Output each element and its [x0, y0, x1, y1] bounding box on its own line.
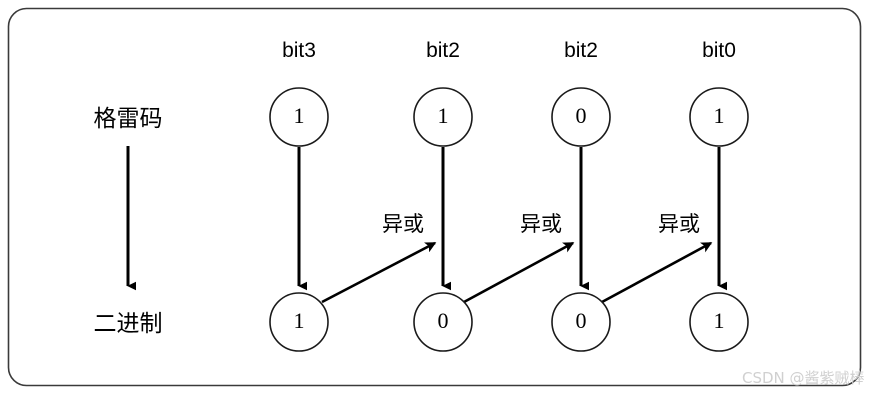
gray-node-2-value: 1 [438, 103, 449, 128]
xor-arrow-3 [601, 241, 713, 304]
binary-node-3-value: 0 [576, 308, 587, 333]
binary-node-4 [689, 292, 749, 352]
binary-node-1-value: 1 [294, 308, 305, 333]
column-label-bit3: bit3 [282, 39, 316, 62]
column-label-bit2-b: bit2 [564, 39, 598, 62]
column-label-bit2-a: bit2 [426, 39, 460, 62]
gray-node-3-value: 0 [576, 103, 587, 128]
gray-node-4-value: 1 [714, 103, 725, 128]
xor-label-1: 异或 [382, 212, 424, 236]
binary-node-3 [551, 292, 611, 352]
xor-arrow-1 [321, 241, 437, 304]
binary-node-4-value: 1 [714, 308, 725, 333]
binary-label: 二进制 [94, 311, 163, 337]
binary-node-2-value: 0 [438, 308, 449, 333]
xor-arrow-2 [463, 241, 575, 304]
xor-label-2: 异或 [520, 212, 562, 236]
watermark: CSDN @酱紫贼棒 [742, 369, 865, 387]
binary-node-2 [413, 292, 473, 352]
column-label-bit0: bit0 [702, 39, 736, 62]
gray-node-4 [689, 87, 749, 147]
binary-node-1 [269, 292, 329, 352]
xor-label-3: 异或 [658, 212, 700, 236]
gray-node-1 [269, 87, 329, 147]
figure-border [7, 7, 862, 387]
gray-code-label: 格雷码 [94, 106, 163, 132]
gray-node-3 [551, 87, 611, 147]
gray-node-2 [413, 87, 473, 147]
gray-node-1-value: 1 [294, 103, 305, 128]
